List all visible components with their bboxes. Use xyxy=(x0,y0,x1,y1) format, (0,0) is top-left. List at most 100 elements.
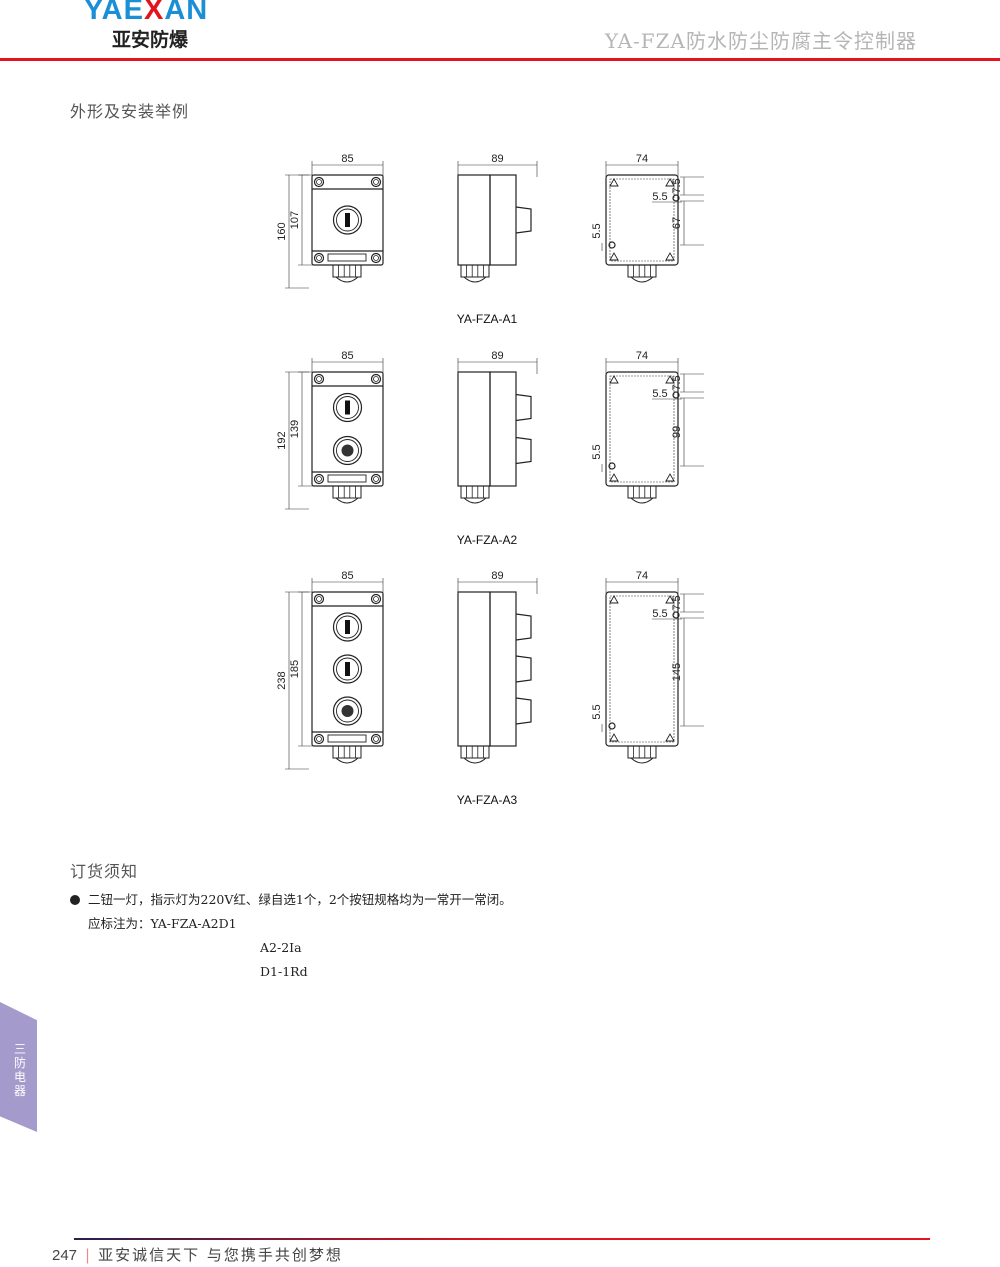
mounting-slot-icon xyxy=(609,595,619,604)
note-line-3: A2-2Ⅰa xyxy=(260,940,302,955)
screw-icon xyxy=(370,373,382,385)
mounting-slot-icon xyxy=(609,178,619,187)
gland-nut xyxy=(630,276,654,283)
page-number: 247 xyxy=(52,1247,78,1264)
note-line-4: D1-1Rd xyxy=(260,964,308,979)
mounting-slot-icon xyxy=(609,473,619,482)
side-view-cover xyxy=(489,174,517,266)
button-mark xyxy=(345,662,350,676)
gland-nut xyxy=(463,757,487,764)
side-view-base xyxy=(457,591,491,747)
mounting-hole-icon xyxy=(608,462,616,470)
dimension-label: 74 xyxy=(636,153,648,165)
bullet-icon xyxy=(70,895,80,905)
button-ring xyxy=(336,657,359,681)
lamp-lens xyxy=(341,444,354,457)
header-divider xyxy=(0,58,1000,61)
screw-icon xyxy=(313,176,325,188)
side-view-cover xyxy=(489,371,517,487)
gland-nut xyxy=(463,276,487,283)
cable-gland xyxy=(332,485,362,499)
back-inner-outline xyxy=(609,375,675,483)
dimension-label: 160 xyxy=(276,222,288,240)
button-ring xyxy=(336,396,359,419)
side-button xyxy=(515,697,532,725)
side-view-base xyxy=(457,371,491,487)
dimension-label: 7.5 xyxy=(671,595,683,610)
screw-icon xyxy=(316,476,322,482)
screw-icon xyxy=(373,596,379,602)
dimension-label: 85 xyxy=(341,570,353,582)
screw-icon xyxy=(373,736,379,742)
dimension-label: 99 xyxy=(671,426,683,438)
label-plate xyxy=(327,734,367,743)
button-mark xyxy=(345,213,350,227)
dimension-label: 7.5 xyxy=(671,178,683,193)
screw-icon xyxy=(313,593,325,605)
dimension-label: 139 xyxy=(289,420,301,438)
cable-gland xyxy=(460,485,490,499)
mounting-slot-icon xyxy=(665,252,675,261)
mounting-slot-icon xyxy=(665,178,675,187)
side-button xyxy=(515,436,532,465)
dimension-label: 5.5 xyxy=(652,191,667,203)
model-label: YA-FZA-A2 xyxy=(457,533,518,547)
button-ring xyxy=(336,439,359,462)
logo-chinese: 亚安防爆 xyxy=(112,29,189,51)
model-label: YA-FZA-A3 xyxy=(457,793,518,807)
side-button xyxy=(515,655,532,683)
gland-nut xyxy=(335,497,359,504)
model-label: YA-FZA-A1 xyxy=(457,312,518,326)
mounting-hole-icon xyxy=(608,241,616,249)
screw-icon xyxy=(373,476,379,482)
note-line-2: 应标注为：YA-FZA-A2D1 xyxy=(88,916,237,931)
dimension-label: 5.5 xyxy=(652,388,667,400)
side-button xyxy=(515,613,532,641)
mounting-hole-icon xyxy=(608,722,616,730)
back-inner-outline xyxy=(609,595,675,743)
button-mark xyxy=(345,620,350,634)
push-button-icon xyxy=(332,392,363,423)
mounting-slot-icon xyxy=(609,252,619,261)
mounting-slot-icon xyxy=(609,733,619,742)
dimension-label: 5.5 xyxy=(591,223,603,238)
gland-nut xyxy=(463,497,487,504)
dimension-label: 74 xyxy=(636,570,648,582)
push-button-icon xyxy=(332,654,363,684)
screw-icon xyxy=(316,255,322,261)
screw-icon xyxy=(373,255,379,261)
screw-icon xyxy=(370,252,382,264)
dimension-label: 5.5 xyxy=(591,704,603,719)
indicator-lamp-icon xyxy=(332,435,363,466)
note-line-1: 二钮一灯，指示灯为220V红、绿自选1个，2个按钮规格均为一常开一常闭。 xyxy=(88,892,512,907)
screw-icon xyxy=(313,373,325,385)
side-category-tab: 三防电器 xyxy=(0,1002,37,1132)
screw-icon xyxy=(316,596,322,602)
screw-icon xyxy=(370,176,382,188)
dimension-label: 192 xyxy=(276,431,288,449)
mounting-slot-icon xyxy=(665,733,675,742)
dimension-label: 5.5 xyxy=(652,608,667,620)
screw-icon xyxy=(313,733,325,745)
dimension-label: 85 xyxy=(341,153,353,165)
side-button xyxy=(515,393,532,422)
cable-gland xyxy=(627,745,657,759)
dimension-label: 107 xyxy=(289,211,301,229)
dimension-label: 7.5 xyxy=(671,375,683,390)
dimension-label: 74 xyxy=(636,350,648,362)
dimension-label: 85 xyxy=(341,350,353,362)
mounting-slot-icon xyxy=(609,375,619,384)
dimension-label: 185 xyxy=(289,660,301,678)
cable-gland xyxy=(460,264,490,278)
dimension-label: 145 xyxy=(671,663,683,681)
gland-nut xyxy=(335,757,359,764)
gland-nut xyxy=(630,757,654,764)
side-view-cover xyxy=(489,591,517,747)
screw-icon xyxy=(373,376,379,382)
push-button-icon xyxy=(332,612,363,642)
screw-icon xyxy=(370,473,382,485)
